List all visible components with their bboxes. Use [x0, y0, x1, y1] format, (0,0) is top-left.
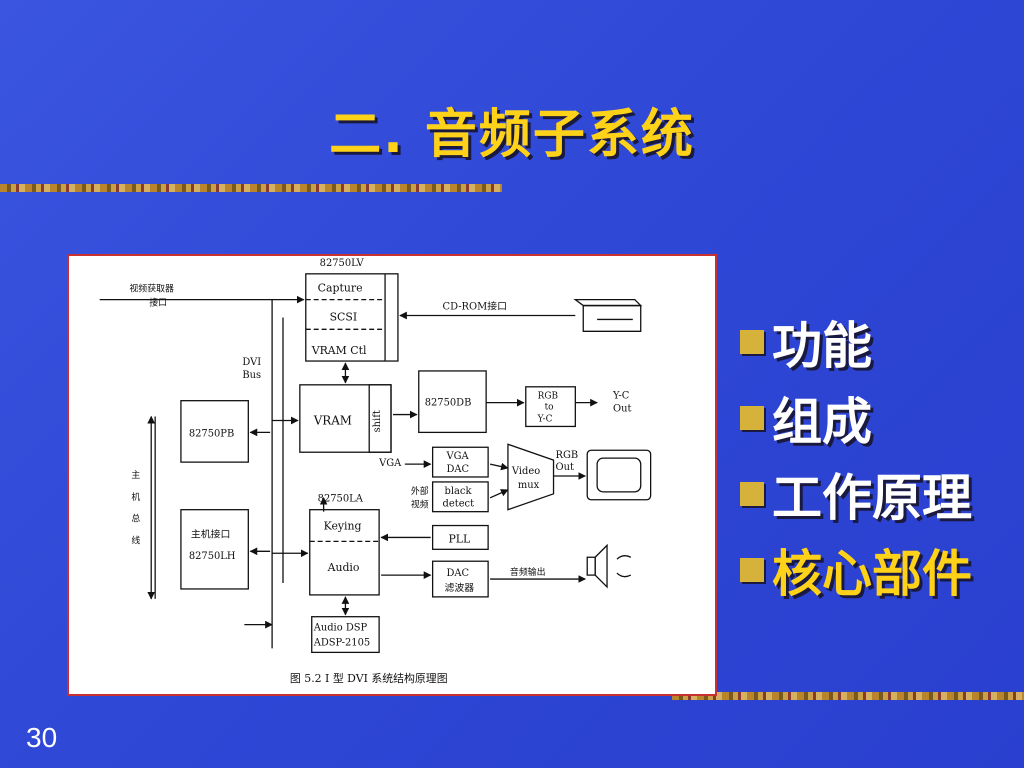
block-vram-ctl: VRAM Ctl: [311, 344, 367, 357]
label-yc-out-line1: Y-C: [612, 391, 629, 402]
chip-label-82750pb: 82750PB: [189, 428, 234, 439]
block-black-detect-line1: black: [445, 486, 473, 497]
block-rgb-yc-line1: RGB: [538, 392, 558, 402]
block-scsi: SCSI: [330, 310, 358, 323]
block-black-detect-line2: detect: [443, 499, 475, 510]
block-video-mux-line1: Video: [511, 466, 540, 477]
block-vga-dac-line1: VGA: [446, 451, 470, 462]
block-dac-line1: DAC: [447, 568, 470, 579]
bullet-item-core-components: 核心部件: [740, 532, 972, 608]
label-video-capture-line2: 接口: [149, 297, 167, 309]
label-host-bus-2: 机: [131, 491, 140, 503]
label-video-capture-line1: 视频获取器: [129, 283, 174, 295]
block-capture: Capture: [318, 282, 363, 295]
bullet-text: 核心部件: [772, 545, 972, 603]
decorative-divider-top: [0, 184, 502, 192]
dvi-diagram-figure: 82750LV Capture SCSI VRAM Ctl VRAM shift…: [67, 254, 717, 696]
bullet-square-icon: [740, 482, 764, 506]
label-host-bus-1: 主: [131, 469, 140, 481]
bullet-text: 工作原理: [772, 469, 972, 527]
block-shift: shift: [372, 410, 383, 432]
label-host-bus-4: 线: [131, 534, 140, 546]
label-ext-video-line1: 外部: [411, 485, 429, 497]
chip-label-82750lh: 82750LH: [189, 551, 236, 562]
label-rgb-out-line2: Out: [556, 462, 574, 473]
bullet-item-composition: 组成: [740, 380, 972, 456]
bullet-text: 功能: [772, 317, 872, 375]
label-rgb-out-line1: RGB: [556, 450, 579, 461]
chip-label-82750lv: 82750LV: [320, 258, 365, 269]
block-vga-dac-line2: DAC: [447, 464, 470, 475]
label-yc-out-line2: Out: [613, 404, 631, 415]
bullet-list: 功能 组成 工作原理 核心部件: [740, 304, 972, 608]
bullet-item-function: 功能: [740, 304, 972, 380]
slide-title: 二. 音频子系统: [329, 105, 695, 165]
bullet-text: 组成: [772, 393, 872, 451]
bullet-square-icon: [740, 330, 764, 354]
block-host-interface: 主机接口: [191, 527, 231, 540]
label-ext-video-line2: 视频: [411, 499, 429, 511]
decorative-divider-bottom: [672, 692, 1024, 700]
chip-label-82750db: 82750DB: [425, 398, 472, 409]
label-dvi-bus-line1: DVI: [242, 357, 261, 368]
block-audio: Audio: [327, 561, 360, 574]
block-audio-dsp-line1: Audio DSP: [313, 623, 368, 634]
block-vram: VRAM: [313, 413, 352, 427]
label-host-bus-3: 总: [131, 513, 140, 525]
label-dvi-bus-line2: Bus: [242, 370, 261, 381]
label-audio-out: 音频输出: [510, 566, 546, 578]
block-keying: Keying: [324, 520, 362, 533]
block-dac-line2: 滤波器: [445, 581, 475, 594]
block-video-mux-line2: mux: [518, 480, 540, 491]
label-vga: VGA: [378, 458, 402, 469]
block-rgb-yc-line3: Y-C: [537, 414, 553, 424]
block-audio-dsp-line2: ADSP-2105: [313, 637, 370, 648]
bullet-square-icon: [740, 558, 764, 582]
bullet-square-icon: [740, 406, 764, 430]
label-cdrom: CD-ROM接口: [443, 300, 508, 313]
block-rgb-yc-line2: to: [545, 403, 554, 413]
chip-label-82750la: 82750LA: [318, 494, 364, 505]
dvi-block-diagram: 82750LV Capture SCSI VRAM Ctl VRAM shift…: [99, 258, 652, 685]
block-pll: PLL: [448, 532, 470, 545]
bullet-item-principle: 工作原理: [740, 456, 972, 532]
page-number: 30: [26, 722, 58, 753]
figure-caption: 图 5.2 Ⅰ 型 DVI 系统结构原理图: [290, 671, 448, 685]
